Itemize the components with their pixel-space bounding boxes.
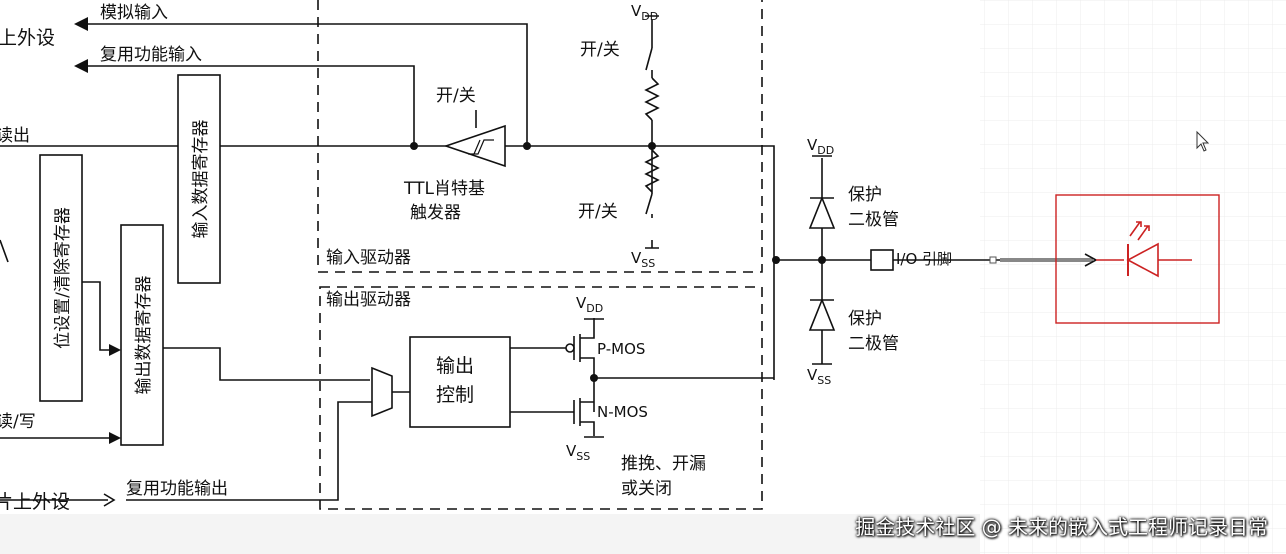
input-driver-label: 输入驱动器 bbox=[326, 248, 411, 268]
onchip-peripheral-top-label: 上外设 bbox=[0, 27, 55, 49]
watermark: 掘金技术社区 @ 未来的嵌入式工程师记录日常 bbox=[855, 515, 1268, 539]
input-data-register-label: 输入数据寄存器 bbox=[191, 120, 211, 239]
left-input-stub bbox=[0, 239, 9, 263]
schmitt-trigger-icon bbox=[443, 124, 506, 168]
nmos-transistor bbox=[573, 398, 595, 436]
read-write-label: 读/写 bbox=[0, 412, 36, 432]
pull-switches bbox=[645, 47, 653, 215]
led-selection-box[interactable] bbox=[1055, 194, 1220, 324]
read-write-arrow bbox=[109, 432, 121, 444]
read-out-label: 读出 bbox=[0, 126, 30, 146]
alt-input-arrow bbox=[74, 59, 88, 73]
pull-rails bbox=[645, 15, 659, 249]
pulldown-resistor bbox=[644, 149, 660, 193]
bit-set-clear-register-label: 位设置/清除寄存器 bbox=[53, 207, 73, 349]
output-mux-icon bbox=[371, 366, 393, 418]
alt-input-line bbox=[86, 65, 415, 146]
grid-panel bbox=[980, 0, 1286, 554]
pulldown-on-off-label: 开/关 bbox=[578, 202, 618, 222]
pullup-resistor bbox=[644, 77, 660, 121]
bsr-arrow bbox=[109, 344, 121, 356]
upper-diode-icon bbox=[808, 195, 836, 229]
output-control-label-1: 输出 bbox=[436, 355, 474, 377]
mode-label-1: 推挽、开漏 bbox=[621, 454, 706, 474]
analog-input-line bbox=[86, 23, 528, 146]
schmitt-on-off-label: 开/关 bbox=[436, 86, 476, 106]
gate-lines bbox=[510, 347, 574, 413]
vss-pull-label: VSS bbox=[631, 249, 655, 270]
bit-set-clear-register-box bbox=[39, 154, 83, 402]
input-driver-box bbox=[317, 0, 763, 273]
nmos-label: N-MOS bbox=[597, 403, 648, 421]
io-pin-label: I/O 引脚 bbox=[896, 250, 952, 268]
pmos-label: P-MOS bbox=[597, 340, 645, 358]
bottom-panel bbox=[0, 514, 980, 554]
junction-dots bbox=[410, 142, 826, 382]
mode-label-2: 或关闭 bbox=[621, 479, 672, 499]
alt-output-arrow bbox=[103, 493, 116, 507]
lower-protect-label-2: 二极管 bbox=[848, 334, 899, 354]
led-rays-icon bbox=[1129, 221, 1150, 241]
analog-input-arrow bbox=[74, 17, 88, 31]
analog-input-label: 模拟输入 bbox=[100, 3, 168, 23]
mouse-cursor-icon bbox=[1196, 130, 1210, 152]
onchip-peripheral-bottom-label: 片上外设 bbox=[0, 491, 70, 513]
vdd-top-label: VDD bbox=[631, 2, 658, 23]
lower-diode-icon bbox=[808, 297, 836, 331]
pullup-on-off-label: 开/关 bbox=[580, 40, 620, 60]
alt-output-line bbox=[0, 401, 372, 501]
alt-func-output-label: 复用功能输出 bbox=[126, 479, 228, 499]
odr-to-mux-line bbox=[163, 347, 370, 381]
output-control-label-2: 控制 bbox=[436, 384, 474, 406]
vss-out-label: VSS bbox=[566, 442, 590, 463]
ttl-schmitt-label-1: TTL肖特基 bbox=[403, 179, 485, 199]
vdd-protect-label: VDD bbox=[807, 136, 834, 157]
output-data-register-box bbox=[120, 224, 164, 446]
io-pin-pad bbox=[870, 249, 894, 271]
read-bus-line bbox=[0, 145, 775, 380]
hysteresis-icon bbox=[468, 139, 494, 155]
output-driver-label: 输出驱动器 bbox=[326, 290, 411, 310]
vdd-out-label: VDD bbox=[576, 294, 603, 315]
output-control-box bbox=[409, 336, 511, 428]
output-driver-box bbox=[319, 286, 763, 510]
led-icon bbox=[1126, 242, 1159, 278]
upper-protect-label-2: 二极管 bbox=[848, 210, 899, 230]
pin-cursor-handle bbox=[989, 256, 997, 264]
lower-protect-label-1: 保护 bbox=[848, 309, 882, 329]
bsr-to-odr-line bbox=[82, 281, 118, 351]
pmos-transistor bbox=[573, 318, 774, 412]
pmos-bubble bbox=[565, 343, 575, 353]
vss-protect-label: VSS bbox=[807, 366, 831, 387]
ttl-schmitt-label-2: 触发器 bbox=[410, 203, 461, 223]
input-data-register-box bbox=[177, 74, 221, 284]
alt-func-input-label: 复用功能输入 bbox=[100, 45, 202, 65]
output-data-register-label: 输出数据寄存器 bbox=[134, 276, 154, 395]
upper-protect-label-1: 保护 bbox=[848, 185, 882, 205]
